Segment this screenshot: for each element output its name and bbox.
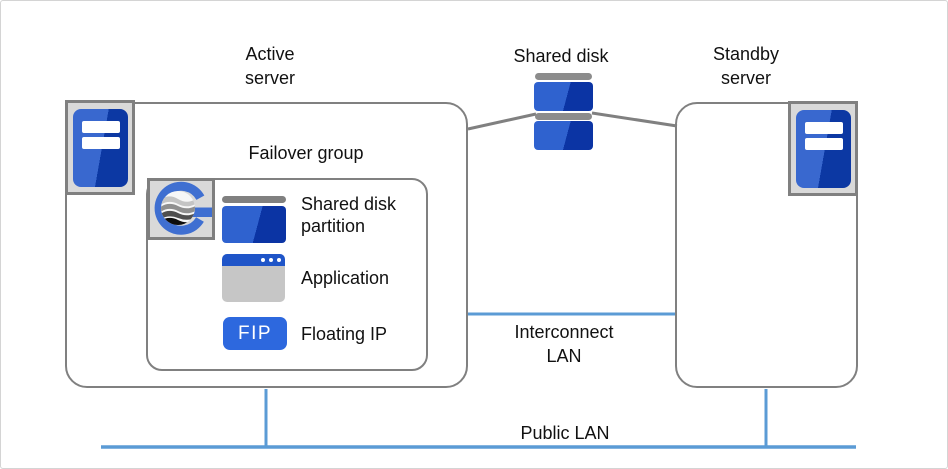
server-tower-icon	[788, 101, 858, 196]
floating-ip-badge: FIP	[223, 317, 287, 350]
shared-disk-partition-label: Shared disk partition	[301, 194, 397, 236]
server-tower-icon	[65, 100, 135, 195]
active-to-disk-line	[467, 112, 537, 131]
standby-to-disk-line	[591, 111, 678, 128]
server-tower-glyph	[795, 109, 851, 188]
application-label: Application	[301, 268, 390, 288]
active-server-box	[65, 102, 468, 388]
active-server-label: Active server	[244, 44, 295, 88]
standby-server-box	[675, 102, 858, 388]
failover-group-box	[146, 178, 428, 371]
server-tower-glyph	[72, 108, 128, 187]
public-lan-label: Public LAN	[520, 423, 610, 443]
shared-disk-partition-icon	[222, 196, 286, 243]
standby-server-label: Standby server	[712, 44, 780, 88]
shared-disk-icon	[534, 73, 593, 151]
interconnect-lan-label: Interconnect LAN	[514, 322, 614, 366]
shared-disk-label: Shared disk	[513, 46, 609, 66]
application-window-icon	[222, 254, 285, 302]
expresscluster-logo-icon	[147, 178, 215, 240]
floating-ip-label: Floating IP	[301, 324, 388, 344]
failover-group-label: Failover group	[248, 143, 364, 163]
